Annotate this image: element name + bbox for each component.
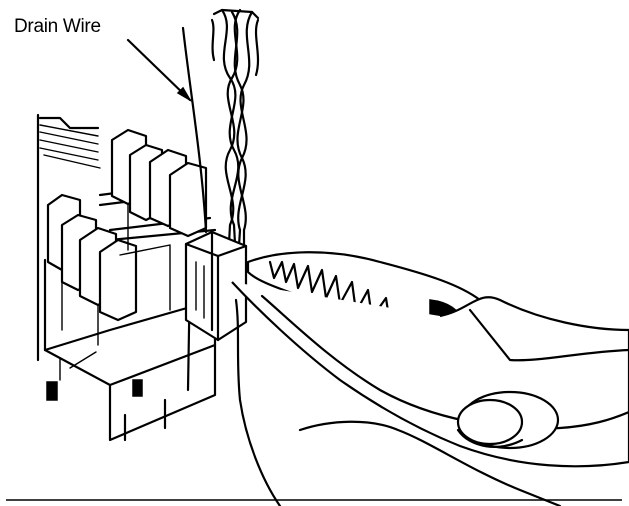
callout-arrowhead [176, 86, 193, 103]
callout-leader-line [126, 38, 192, 102]
twisted-pair-wires [210, 8, 260, 264]
drain-wire-label: Drain Wire [14, 16, 101, 37]
crimping-pliers [231, 251, 629, 506]
crimp-clip [184, 230, 248, 342]
